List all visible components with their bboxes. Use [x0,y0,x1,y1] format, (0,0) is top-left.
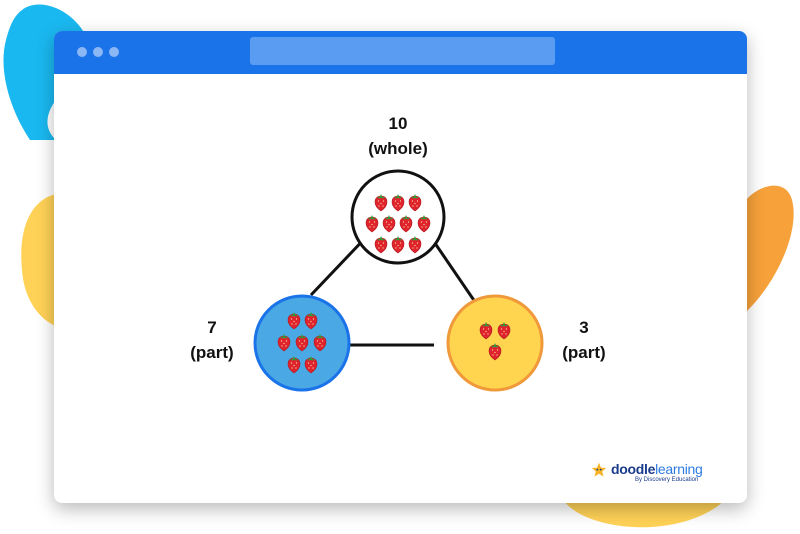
window-titlebar [54,31,747,74]
star-icon [591,462,607,477]
left-part-label: 7 (part) [172,315,252,365]
logo-word-doodle: doodle [611,461,656,477]
left-part-caption: (part) [190,343,234,362]
whole-circle [350,169,446,265]
window-dot-3[interactable] [109,47,119,57]
doodlelearning-logo: doodlelearning By Discovery Education [591,461,721,491]
yellow-blob-decoration [21,194,56,326]
address-bar[interactable] [250,37,555,65]
part-whole-diagram [253,169,544,392]
right-part-value: 3 [579,318,589,337]
logo-wordmark: doodlelearning [611,461,703,477]
left-part-value: 7 [207,318,217,337]
logo-tagline: By Discovery Education [635,477,699,483]
right-part-caption: (part) [562,343,606,362]
window-dot-1[interactable] [77,47,87,57]
whole-caption: (whole) [368,139,428,158]
browser-window: 10 (whole) 7 (part) 3 (part) doodlelearn… [54,31,747,503]
logo-word-learning: learning [655,461,703,477]
whole-label: 10 (whole) [348,111,448,161]
whole-value: 10 [388,114,408,133]
right-part-label: 3 (part) [544,315,624,365]
window-dot-2[interactable] [93,47,103,57]
orange-blob-decoration [746,185,794,312]
